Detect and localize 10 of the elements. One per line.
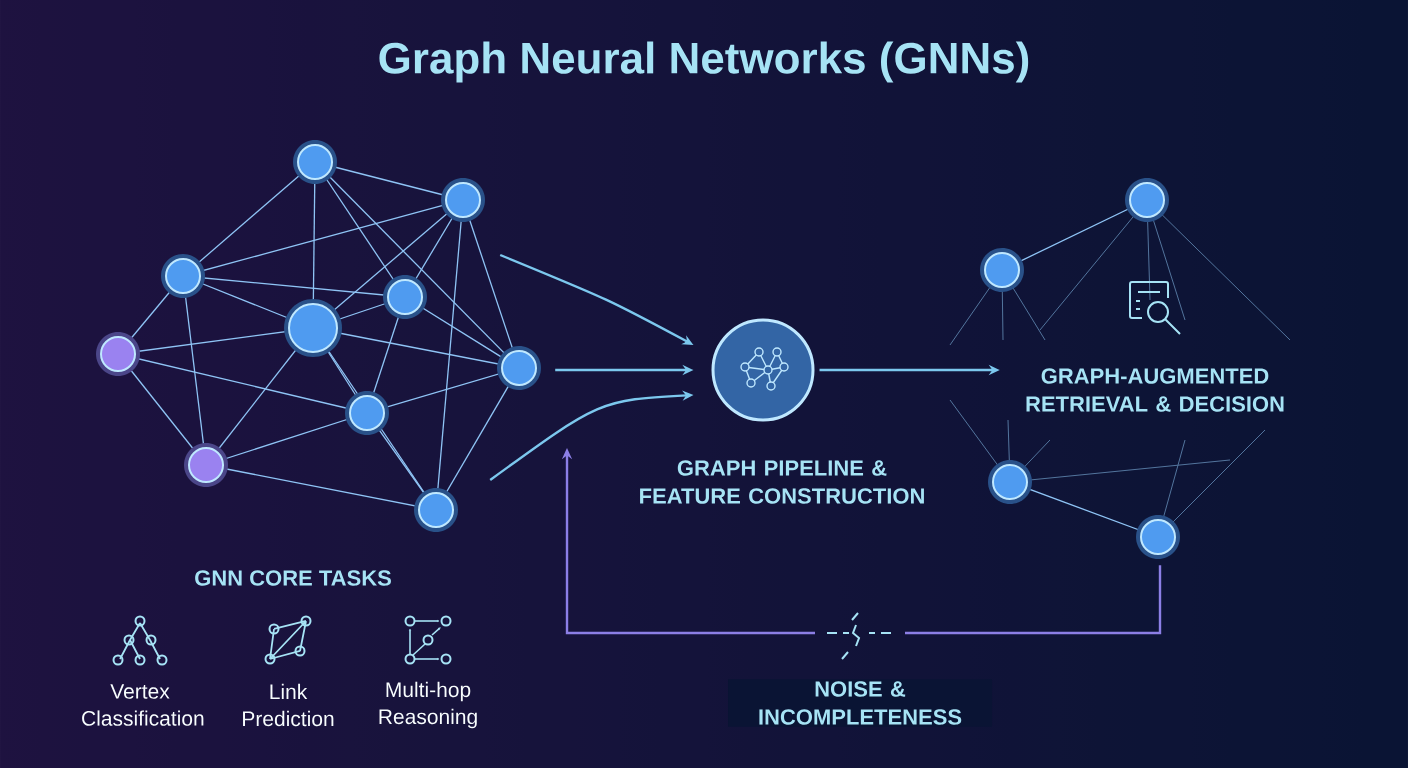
node-label: GRAPH-AUGMENTED RETRIEVAL & DECISION [1026,368,1284,412]
network-drawing [96,140,541,532]
edge-label: NOISE & INCOMPLETENESS [728,679,992,727]
section-heading: GNN CORE TASKS [195,570,391,586]
node-label: GRAPH PIPELINE & FEATURE CONSTRUCTION [640,460,924,504]
title: Graph Neural Networks (GNNs) [379,41,1029,83]
task-label: Vertex Classification [82,684,204,726]
network-drawing [949,178,1291,559]
task-label: Multi-hop Reasoning [379,681,477,729]
task-label: Link Prediction [243,683,334,727]
